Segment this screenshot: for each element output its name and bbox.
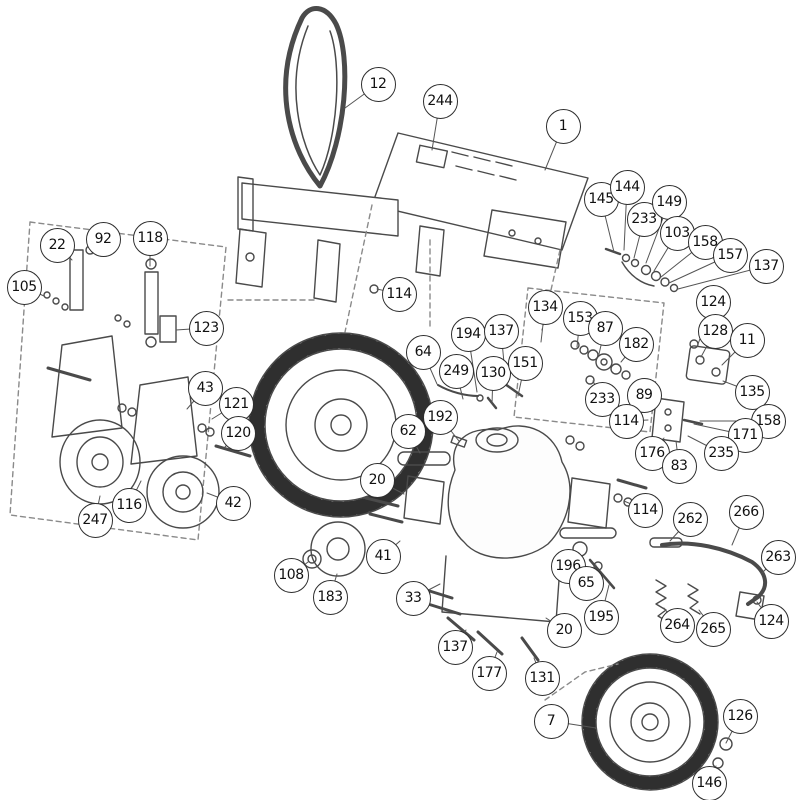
callout-249[interactable]: 249 <box>438 353 474 389</box>
callout-83[interactable]: 83 <box>661 448 697 484</box>
callout-137[interactable]: 137 <box>483 313 519 349</box>
callout-105[interactable]: 105 <box>6 269 42 305</box>
callout-11[interactable]: 11 <box>729 322 765 358</box>
callout-43[interactable]: 43 <box>187 370 223 406</box>
callout-244[interactable]: 244 <box>422 83 458 119</box>
callout-130[interactable]: 130 <box>475 355 511 391</box>
callout-33[interactable]: 33 <box>395 580 431 616</box>
idler-pulley-icon <box>302 521 366 577</box>
callout-118[interactable]: 118 <box>132 220 168 256</box>
callout-263[interactable]: 263 <box>760 539 796 575</box>
callout-114[interactable]: 114 <box>627 492 663 528</box>
callout-92[interactable]: 92 <box>85 221 121 257</box>
frame-icon <box>235 132 589 303</box>
callout-192[interactable]: 192 <box>422 399 458 435</box>
callout-146[interactable]: 146 <box>691 765 727 800</box>
callout-134[interactable]: 134 <box>527 289 563 325</box>
callout-262[interactable]: 262 <box>672 501 708 537</box>
callout-123[interactable]: 123 <box>188 310 224 346</box>
callout-62[interactable]: 62 <box>390 413 426 449</box>
callout-114[interactable]: 114 <box>608 403 644 439</box>
callout-194[interactable]: 194 <box>450 316 486 352</box>
callout-20[interactable]: 20 <box>359 462 395 498</box>
callout-182[interactable]: 182 <box>618 326 654 362</box>
callout-20[interactable]: 20 <box>546 612 582 648</box>
callout-87[interactable]: 87 <box>587 310 623 346</box>
callout-131[interactable]: 131 <box>524 660 560 696</box>
callout-183[interactable]: 183 <box>312 579 348 615</box>
rear-wheel-icon <box>544 653 733 791</box>
callout-41[interactable]: 41 <box>365 538 401 574</box>
callout-235[interactable]: 235 <box>703 435 739 471</box>
callout-65[interactable]: 65 <box>568 565 604 601</box>
callout-265[interactable]: 265 <box>695 611 731 647</box>
callout-22[interactable]: 22 <box>39 227 75 263</box>
callout-137[interactable]: 137 <box>748 248 784 284</box>
callout-124[interactable]: 124 <box>753 603 789 639</box>
callout-108[interactable]: 108 <box>273 557 309 593</box>
callout-266[interactable]: 266 <box>728 494 764 530</box>
callout-116[interactable]: 116 <box>111 487 147 523</box>
callout-120[interactable]: 120 <box>220 415 256 451</box>
callout-128[interactable]: 128 <box>697 313 733 349</box>
belt-icon <box>283 6 348 189</box>
hardware-upper-right-icon <box>604 247 679 293</box>
callout-196[interactable]: 196 <box>550 548 586 584</box>
callout-233[interactable]: 233 <box>584 381 620 417</box>
callout-114[interactable]: 114 <box>381 276 417 312</box>
callout-1[interactable]: 1 <box>545 108 581 144</box>
callout-42[interactable]: 42 <box>215 485 251 521</box>
construction-lines <box>227 204 431 333</box>
callout-247[interactable]: 247 <box>77 502 113 538</box>
callout-149[interactable]: 149 <box>651 184 687 220</box>
callout-144[interactable]: 144 <box>609 169 645 205</box>
callout-177[interactable]: 177 <box>471 655 507 691</box>
callout-233[interactable]: 233 <box>626 201 662 237</box>
callout-264[interactable]: 264 <box>659 607 695 643</box>
callout-124[interactable]: 124 <box>695 284 731 320</box>
callout-151[interactable]: 151 <box>507 345 543 381</box>
callout-126[interactable]: 126 <box>722 698 758 734</box>
callout-12[interactable]: 12 <box>360 66 396 102</box>
transmission-icon <box>364 425 648 662</box>
callout-64[interactable]: 64 <box>405 334 441 370</box>
callout-7[interactable]: 7 <box>533 703 569 739</box>
callout-157[interactable]: 157 <box>712 237 748 273</box>
callout-176[interactable]: 176 <box>634 435 670 471</box>
callout-195[interactable]: 195 <box>583 599 619 635</box>
callout-137[interactable]: 137 <box>437 629 473 665</box>
